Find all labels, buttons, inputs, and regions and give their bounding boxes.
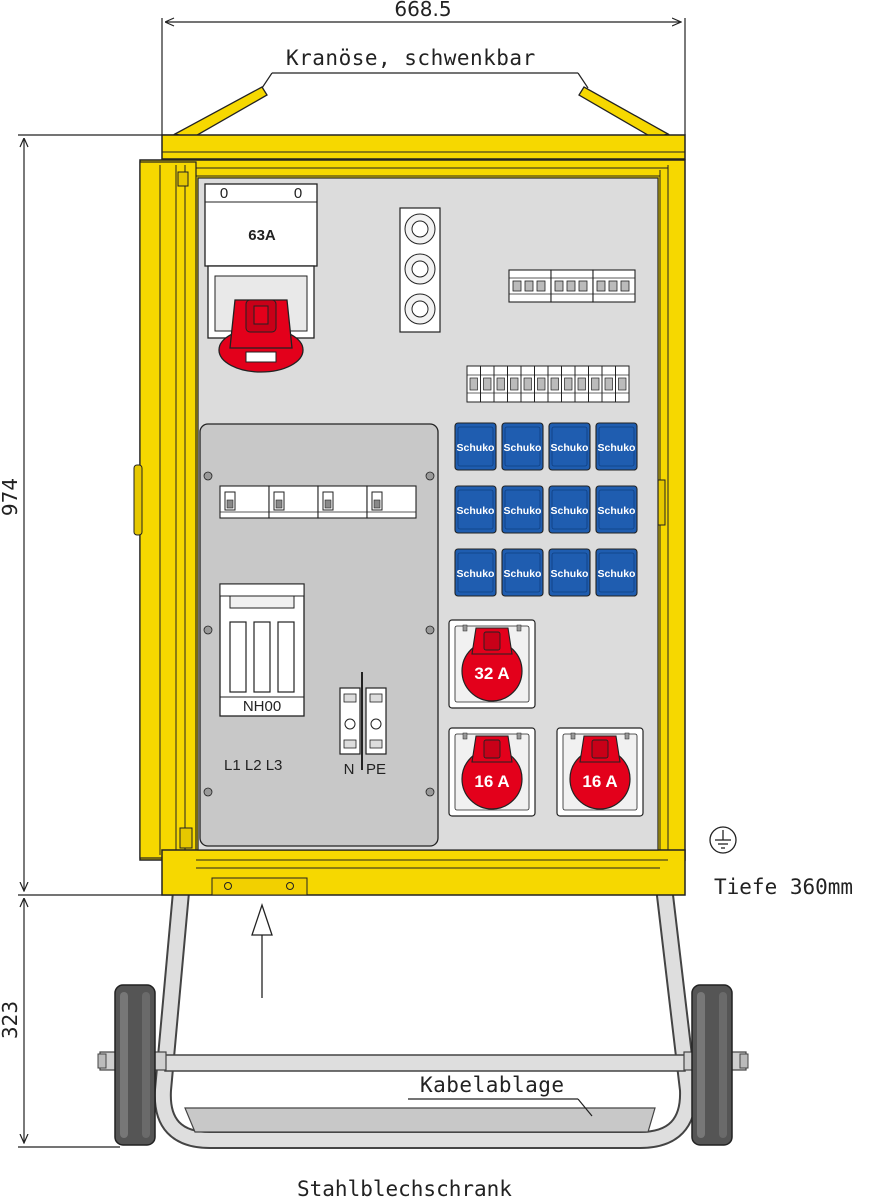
mcb: [507, 365, 522, 403]
schuko-label: Schuko: [598, 568, 636, 580]
cover-breaker: [219, 485, 270, 519]
rcd-block: [592, 269, 636, 303]
cee-socket: 32 A: [448, 619, 536, 709]
cee-rating-label: 32 A: [474, 664, 509, 683]
cable-tray-label: Kabelablage: [420, 1073, 565, 1097]
wheel-left: [114, 984, 156, 1146]
fuse-indicator-column: [399, 207, 441, 333]
crane-eye-right: [578, 86, 670, 139]
main-switch-rating: 63A: [248, 227, 276, 244]
cover-breaker: [268, 485, 319, 519]
cee-socket: 16 A: [556, 727, 644, 817]
insert-arrow-icon: [251, 902, 273, 998]
cable-tray-leader: [577, 1098, 593, 1117]
mcb: [588, 365, 603, 403]
crane-eye-left: [173, 86, 268, 139]
schuko-label: Schuko: [457, 568, 495, 580]
schuko-outlet: Schuko: [595, 485, 638, 534]
mcb: [520, 365, 535, 403]
height-dimension: [18, 134, 175, 1148]
schuko-label: Schuko: [551, 442, 589, 454]
crane-eye-label: Kranöse, schwenkbar: [286, 46, 536, 70]
cover-breaker: [366, 485, 417, 519]
nh00-fuse-base: NH00: [219, 583, 305, 717]
cart-frame: [153, 868, 698, 1149]
schuko-label: Schuko: [551, 568, 589, 580]
width-dimension: [161, 18, 686, 135]
n-pe-terminals: [339, 672, 387, 770]
main-switch-right-mark: 0: [294, 185, 302, 202]
schuko-label: Schuko: [598, 505, 636, 517]
cover-breaker: [317, 485, 368, 519]
cee-sockets: 32 A 16 A 16 A: [448, 619, 644, 817]
cee-socket: 16 A: [448, 727, 536, 817]
schuko-outlet: Schuko: [501, 548, 544, 597]
schuko-label: Schuko: [504, 442, 542, 454]
schuko-outlet: Schuko: [501, 485, 544, 534]
nh00-label: NH00: [243, 698, 281, 715]
cable-tray: [184, 1107, 656, 1133]
rcd-block: [550, 269, 594, 303]
main-switch-left-mark: 0: [220, 185, 228, 202]
mcb-row: [466, 365, 630, 403]
schuko-label: Schuko: [551, 505, 589, 517]
schuko-outlet: Schuko: [548, 485, 591, 534]
rcd-block: [508, 269, 552, 303]
n-terminal-label: N: [344, 761, 355, 778]
schuko-label: Schuko: [504, 568, 542, 580]
crane-eye-leader-right: [577, 72, 589, 89]
width-dimension-label: 668.5: [394, 0, 451, 21]
schuko-outlet: Schuko: [548, 548, 591, 597]
schuko-label: Schuko: [504, 505, 542, 517]
cabinet-caption: Stahlblechschrank: [297, 1177, 512, 1200]
cabinet-height-label: 974: [0, 478, 22, 516]
mcb: [493, 365, 508, 403]
mcb: [601, 365, 616, 403]
schuko-outlet: Schuko: [548, 422, 591, 471]
mcb: [466, 365, 481, 403]
schuko-outlet: Schuko: [454, 422, 497, 471]
crane-eye-leader-left: [261, 72, 273, 89]
phase-labels: L1 L2 L3: [224, 757, 282, 774]
mcb: [480, 365, 495, 403]
depth-label: Tiefe 360mm: [714, 875, 853, 899]
cover-breakers: [219, 485, 417, 519]
rcd-modules: [508, 269, 636, 303]
mcb: [561, 365, 576, 403]
schuko-label: Schuko: [457, 442, 495, 454]
wheel-right: [691, 984, 733, 1146]
mcb: [615, 365, 630, 403]
schuko-outlet: Schuko: [454, 485, 497, 534]
cee-rating-label: 16 A: [474, 772, 509, 791]
schuko-outlet: Schuko: [501, 422, 544, 471]
ground-symbol-icon: [709, 826, 737, 854]
schuko-outlet: Schuko: [595, 422, 638, 471]
frame-height-label: 323: [0, 1001, 22, 1039]
schuko-outlet: Schuko: [454, 548, 497, 597]
schuko-label: Schuko: [598, 442, 636, 454]
mcb: [534, 365, 549, 403]
mcb: [574, 365, 589, 403]
schuko-label: Schuko: [457, 505, 495, 517]
cee-rating-label: 16 A: [582, 772, 617, 791]
schuko-outlet: Schuko: [595, 548, 638, 597]
main-switch-63a: 0 0 63A: [204, 183, 318, 373]
mcb: [547, 365, 562, 403]
pe-terminal-label: PE: [366, 761, 386, 778]
